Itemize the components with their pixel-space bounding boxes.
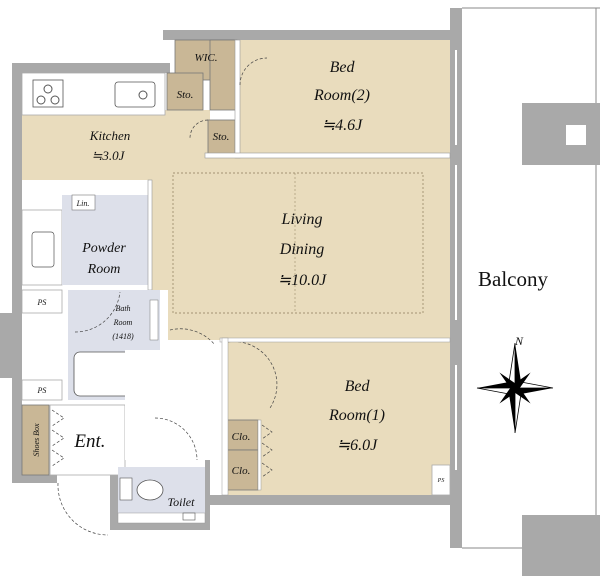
bath-label: Room (113, 318, 133, 327)
column-lower (522, 515, 600, 576)
bath-label: Bath (115, 304, 130, 313)
wall (205, 460, 210, 530)
closet-1 (224, 419, 259, 451)
wall (163, 30, 458, 40)
wall (12, 475, 57, 483)
powder-label: Room (87, 262, 121, 277)
balcony-label: Balcony (478, 267, 548, 291)
bedroom1-size: ≒6.0J (337, 437, 378, 454)
dining-area-outline (172, 172, 424, 314)
wic-label: WIC. (195, 52, 218, 64)
compass-north-label: N (514, 334, 524, 348)
powder-label: Powder (81, 241, 126, 256)
ps-2-label: PS (37, 386, 47, 395)
entrance-label: Ent. (73, 431, 105, 452)
storage-2 (207, 119, 236, 156)
linen-closet (71, 194, 96, 211)
toilet-icon (136, 479, 164, 501)
toilet-label: Toilet (168, 495, 196, 509)
kitchen (22, 115, 165, 180)
wall (12, 63, 170, 73)
wall (205, 495, 462, 505)
storage-2-label: Sto. (213, 131, 230, 143)
wall (12, 63, 22, 478)
shoes-box-label: Shoes Box (32, 423, 41, 457)
wall (110, 523, 208, 530)
bedroom1-label: Room(1) (328, 407, 385, 424)
compass-icon (476, 342, 554, 434)
living-label: Living (281, 211, 323, 228)
ps-1 (21, 289, 63, 314)
wall (110, 460, 118, 530)
hallway (125, 350, 225, 460)
basin-icon (31, 231, 55, 268)
bedroom-2 (240, 40, 450, 153)
kitchen-sink-icon (114, 81, 156, 108)
ps-1-label: PS (37, 298, 47, 307)
bedroom2-label: Room(2) (313, 87, 370, 104)
kitchen-label: Kitchen (89, 128, 130, 143)
storage-1 (166, 72, 204, 111)
stove-icon (32, 79, 64, 108)
ps-3 (431, 464, 451, 496)
ps-3-label: PS (437, 478, 445, 484)
shoes-box (21, 404, 50, 476)
ps-2 (21, 379, 63, 401)
balcony-area (462, 7, 600, 576)
bath-spec: (1418) (112, 332, 134, 341)
living-size: ≒10.0J (278, 272, 327, 289)
bedroom2-size: ≒4.6J (322, 117, 363, 134)
linen-label: Lin. (76, 199, 90, 208)
bedroom1-label: Bed (345, 378, 371, 395)
column-upper (522, 103, 600, 165)
bedroom-1 (228, 342, 450, 495)
bedroom2-label: Bed (330, 59, 356, 76)
dining-label: Dining (279, 241, 324, 258)
closet-2-label: Clo. (232, 465, 251, 477)
living-dining (150, 155, 450, 340)
wall-block (0, 313, 22, 378)
kitchen-size: ≒3.0J (92, 148, 126, 163)
closet-1-label: Clo. (232, 431, 251, 443)
storage-1-label: Sto. (177, 89, 194, 101)
